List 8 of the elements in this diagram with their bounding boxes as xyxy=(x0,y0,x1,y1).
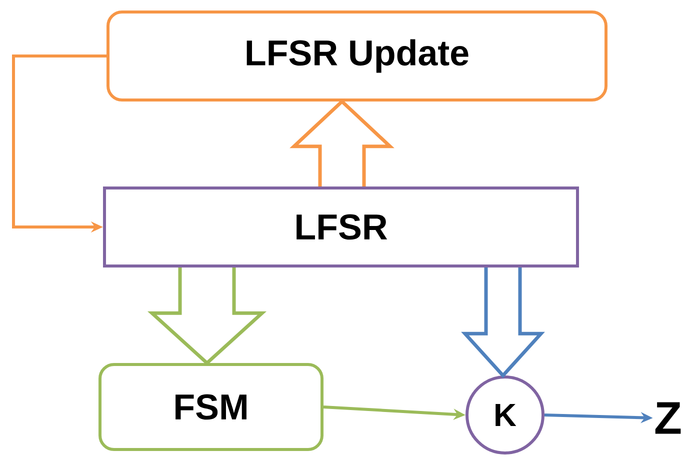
process-box: LFSR Update xyxy=(106,10,608,102)
process-box: FSM xyxy=(98,363,324,451)
output-label: Z xyxy=(655,402,681,434)
block-arrow xyxy=(290,99,394,188)
block-arrow xyxy=(147,266,267,366)
process-box: LFSR xyxy=(103,186,579,268)
block-arrow xyxy=(461,266,545,378)
circle-node: K xyxy=(466,376,544,454)
